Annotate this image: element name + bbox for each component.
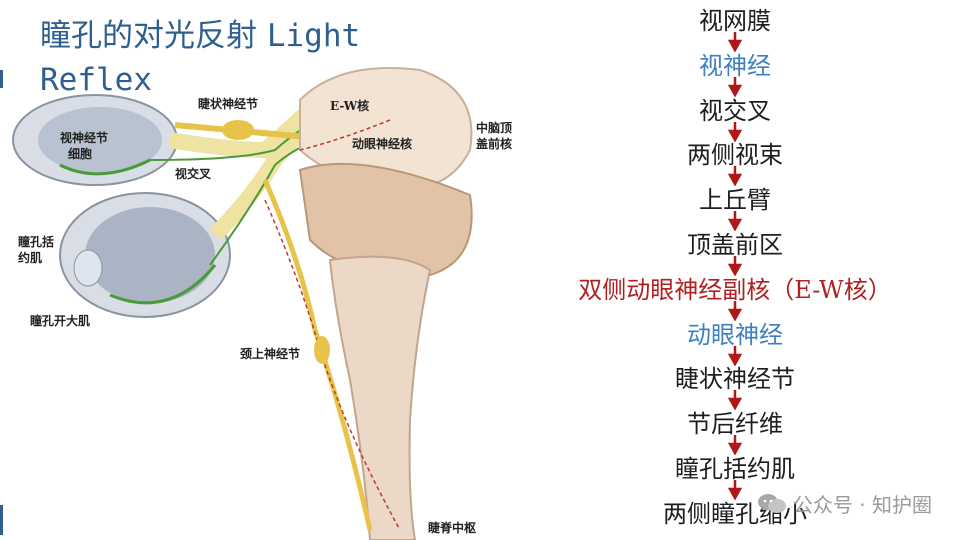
- watermark: 公众号 · 知护圈: [757, 489, 932, 518]
- pathway-step: 两侧视束: [687, 141, 783, 170]
- wechat-icon: [757, 493, 786, 513]
- pathway-step: 双侧动眼神经副核（E-W核）: [578, 275, 892, 304]
- down-arrow-icon: [728, 345, 742, 366]
- lower-retina: [109, 264, 217, 305]
- label-oculomotor-nucleus: 动眼神经核: [352, 136, 412, 151]
- pathway-step: 节后纤维: [687, 410, 783, 439]
- down-arrow-icon: [728, 300, 742, 321]
- upper-eye-inner: [38, 107, 162, 173]
- label-optic-cells-2: 细胞: [68, 146, 92, 161]
- down-arrow-icon: [728, 435, 742, 456]
- label-optic-cells-1: 视神经节: [60, 130, 108, 145]
- pathway-step: 视网膜: [699, 7, 771, 35]
- anatomy-illustration: 睫状神经节 E-W核 视神经节 细胞 视交叉 动眼神经核 中脑顶 盖前核 瞳孔括…: [12, 67, 512, 540]
- label-optic-chiasm: 视交叉: [175, 166, 212, 181]
- pathway-step: 视神经: [699, 51, 771, 80]
- lens: [73, 249, 103, 287]
- watermark-text: 公众号 · 知护圈: [792, 493, 932, 517]
- slide-edge-mark-bottom: [0, 505, 3, 535]
- down-arrow-icon: [728, 76, 742, 97]
- label-pretectal-1: 中脑顶: [476, 120, 512, 135]
- down-arrow-icon: [728, 211, 742, 232]
- anatomy-diagram: 睫状神经节 E-W核 视神经节 细胞 视交叉 动眼神经核 中脑顶 盖前核 瞳孔括…: [12, 67, 512, 540]
- down-arrow-icon: [728, 390, 742, 411]
- upper-retina: [59, 158, 151, 176]
- label-superior-cervical: 颈上神经节: [239, 346, 300, 361]
- down-arrow-icon: [728, 256, 742, 276]
- down-arrow-icon: [728, 32, 742, 52]
- label-ciliary-ganglion: 睫状神经节: [198, 96, 258, 111]
- pathway-step: 视交叉: [699, 96, 771, 125]
- pathway-step: 瞳孔括约肌: [675, 455, 795, 483]
- pathway-step: 动眼神经: [687, 320, 783, 349]
- label-sphincter-1: 瞳孔括: [18, 234, 54, 249]
- slide-title: 瞳孔的对光反射 Light Reflex: [40, 14, 460, 102]
- superior-cervical-ganglion: [314, 336, 330, 364]
- label-spinal-center: 睫脊中枢: [428, 520, 476, 535]
- title-en-2: Reflex: [40, 62, 152, 98]
- sympathetic-chain: [262, 178, 373, 531]
- pathway-step: 上丘臂: [699, 186, 771, 215]
- pathway-step: 顶盖前区: [687, 231, 783, 259]
- lower-eye-inner: [85, 207, 215, 303]
- down-arrow-icon: [728, 166, 742, 187]
- title-en-1: Light: [266, 18, 361, 54]
- label-ew-nucleus: E-W核: [330, 98, 369, 113]
- pathway-step: 睫状神经节: [675, 365, 795, 394]
- down-arrow-icon: [728, 480, 742, 500]
- slide-edge-mark: [0, 70, 3, 88]
- label-pretectal-2: 盖前核: [476, 136, 512, 151]
- sympathetic-dashed: [264, 199, 401, 531]
- medulla-spinal-cord: [328, 255, 432, 540]
- label-dilator: 瞳孔开大肌: [30, 313, 90, 328]
- oculomotor-dashed: [299, 119, 391, 151]
- label-sphincter-2: 约肌: [18, 250, 42, 265]
- title-cn: 瞳孔的对光反射: [40, 18, 267, 54]
- down-arrow-icon: [728, 121, 742, 142]
